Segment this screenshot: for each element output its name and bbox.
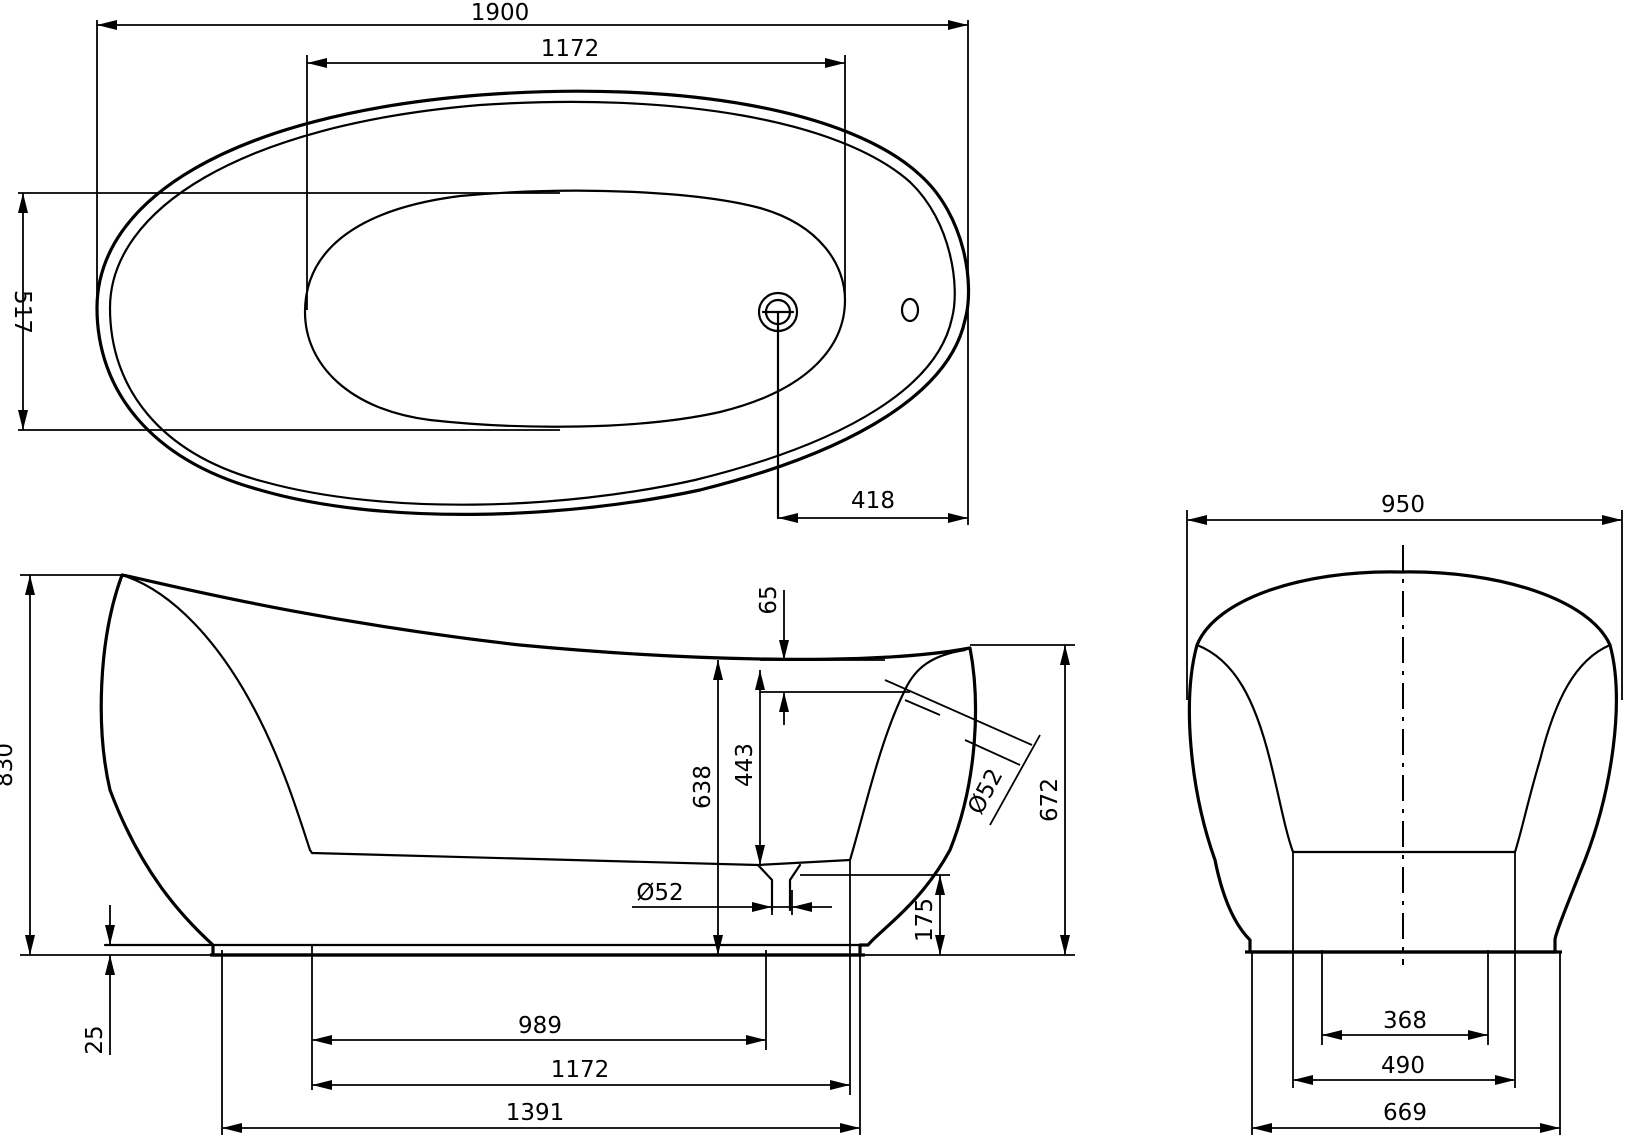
label-25: 25 bbox=[82, 1025, 108, 1054]
plan-inner-rim bbox=[108, 100, 956, 506]
label-669: 669 bbox=[1383, 1100, 1427, 1126]
dim-side-front-height: 672 bbox=[860, 644, 1075, 956]
plan-view: 1900 1172 517 418 bbox=[9, 0, 971, 525]
plan-outer-rim bbox=[95, 89, 971, 516]
side-drain-stub bbox=[756, 863, 802, 912]
plan-overflow-hole bbox=[900, 297, 920, 323]
label-drain-dia: Ø52 bbox=[636, 880, 683, 906]
dim-end-base-width: 669 bbox=[1251, 952, 1561, 1135]
dim-side-drain-height: 175 bbox=[800, 874, 950, 955]
label-368: 368 bbox=[1383, 1008, 1427, 1034]
dim-end-overall-width: 950 bbox=[1186, 492, 1623, 700]
dim-side-basin-length: 1172 bbox=[312, 860, 851, 1095]
dim-plan-drain-offset: 418 bbox=[778, 488, 968, 523]
label-672: 672 bbox=[1037, 778, 1063, 822]
label-175: 175 bbox=[912, 898, 938, 942]
plan-basin bbox=[303, 189, 847, 428]
dim-side-overall-height: 830 bbox=[0, 574, 213, 956]
dim-end-bottom-width: 490 bbox=[1292, 852, 1516, 1088]
label-638: 638 bbox=[690, 765, 716, 809]
label-1391: 1391 bbox=[506, 1100, 565, 1126]
dim-plan-overall-length: 1900 bbox=[96, 0, 969, 525]
end-outer-body bbox=[1187, 570, 1618, 954]
label-490: 490 bbox=[1381, 1053, 1425, 1079]
side-overflow-pipe: Ø52 bbox=[884, 679, 1041, 826]
label-418: 418 bbox=[851, 488, 895, 514]
side-outer-body bbox=[99, 573, 978, 957]
label-1172-plan: 1172 bbox=[541, 36, 600, 62]
dim-side-plinth-height: 25 bbox=[82, 905, 115, 1055]
dim-side-base-length: 1391 bbox=[221, 950, 861, 1135]
dim-side-overflow-drop: 65 bbox=[756, 585, 910, 725]
label-65: 65 bbox=[756, 585, 782, 614]
end-inner-bowl bbox=[1195, 643, 1612, 854]
dim-plan-basin-length: 1172 bbox=[306, 36, 846, 310]
dim-side-drain-diameter: Ø52 bbox=[632, 880, 832, 915]
side-view: Ø52 830 65 443 bbox=[0, 573, 1075, 1135]
dim-plan-basin-width: 517 bbox=[9, 192, 560, 431]
label-830: 830 bbox=[0, 743, 18, 787]
label-989: 989 bbox=[518, 1013, 562, 1039]
dim-side-drain-to-overflow: 443 bbox=[732, 670, 765, 865]
dim-side-inner-depth: 638 bbox=[690, 660, 723, 955]
label-517: 517 bbox=[9, 290, 35, 334]
label-1900: 1900 bbox=[471, 0, 530, 26]
side-inner-basin bbox=[308, 648, 967, 867]
label-1172-side: 1172 bbox=[551, 1057, 610, 1083]
label-443: 443 bbox=[732, 743, 758, 787]
dim-end-inner-foot: 368 bbox=[1321, 950, 1489, 1045]
end-view: 950 368 490 669 bbox=[1186, 492, 1623, 1135]
side-left-shoulder bbox=[120, 573, 312, 852]
dim-side-drain-position: 989 bbox=[311, 945, 767, 1090]
label-950: 950 bbox=[1381, 492, 1425, 518]
